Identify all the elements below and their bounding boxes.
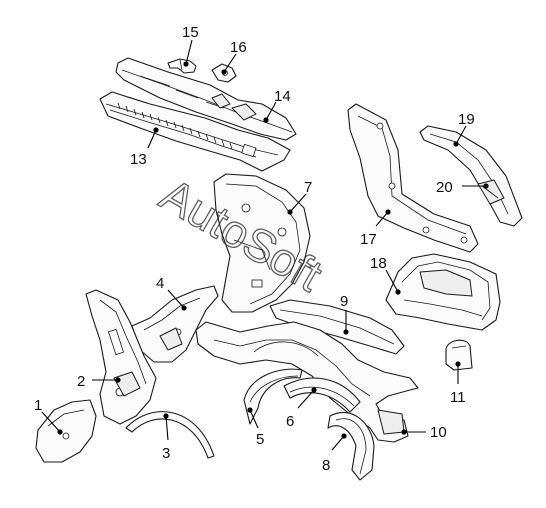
callout-label-8: 8 (322, 457, 330, 474)
callout-20: 20 (436, 179, 489, 196)
callout-4: 4 (156, 275, 187, 311)
callout-label-14: 14 (274, 88, 291, 105)
callout-11: 11 (450, 361, 466, 406)
callout-label-2: 2 (77, 373, 85, 390)
callout-label-6: 6 (286, 413, 294, 430)
callout-label-20: 20 (436, 179, 453, 196)
part-18-rear-panel (385, 253, 501, 331)
callout-label-1: 1 (34, 397, 42, 414)
callout-1: 1 (34, 397, 63, 435)
callout-6: 6 (286, 387, 317, 430)
callout-14: 14 (263, 88, 291, 123)
callout-label-13: 13 (130, 151, 147, 168)
callout-label-10: 10 (430, 424, 447, 441)
part-6-arc-segment (283, 377, 361, 413)
part-17-side-panel (347, 103, 479, 253)
callout-3: 3 (162, 413, 170, 462)
callout-label-3: 3 (162, 445, 170, 462)
part-1-lower-bracket (35, 399, 97, 463)
part-3-arc-trim (125, 411, 215, 459)
part-5-arc-liner (243, 368, 303, 425)
callout-15: 15 (182, 24, 199, 67)
callout-label-9: 9 (340, 293, 348, 310)
callout-label-4: 4 (156, 275, 164, 292)
part-2-pillar (85, 289, 157, 425)
part-8-arc-outer (327, 411, 375, 481)
callout-9: 9 (340, 293, 349, 335)
callout-17: 17 (360, 209, 391, 248)
part-19-corner-panel (419, 125, 523, 227)
part-13-lower-rail (99, 91, 291, 172)
part-4-arch-inner (131, 285, 219, 363)
callout-13: 13 (130, 127, 159, 168)
callout-8: 8 (322, 433, 347, 474)
callout-label-19: 19 (458, 111, 475, 128)
callout-7: 7 (287, 179, 312, 215)
callout-label-11: 11 (450, 389, 466, 406)
part-11-cap (445, 339, 473, 371)
callout-16: 16 (221, 39, 247, 75)
part-10-wheel-arch-rail (195, 321, 419, 443)
callout-5: 5 (247, 407, 264, 448)
callout-label-7: 7 (304, 179, 312, 196)
callout-label-18: 18 (370, 255, 387, 272)
callout-10: 10 (401, 424, 447, 441)
callout-18: 18 (370, 255, 401, 295)
callout-19: 19 (453, 111, 475, 147)
callout-label-15: 15 (182, 24, 199, 41)
part-7-inner-panel (213, 173, 311, 313)
part-15-bracket (167, 58, 197, 74)
callout-2: 2 (77, 373, 121, 390)
part-14-upper-rail (115, 57, 297, 141)
callout-label-17: 17 (360, 231, 377, 248)
callout-label-16: 16 (230, 39, 247, 56)
callout-label-5: 5 (256, 431, 264, 448)
